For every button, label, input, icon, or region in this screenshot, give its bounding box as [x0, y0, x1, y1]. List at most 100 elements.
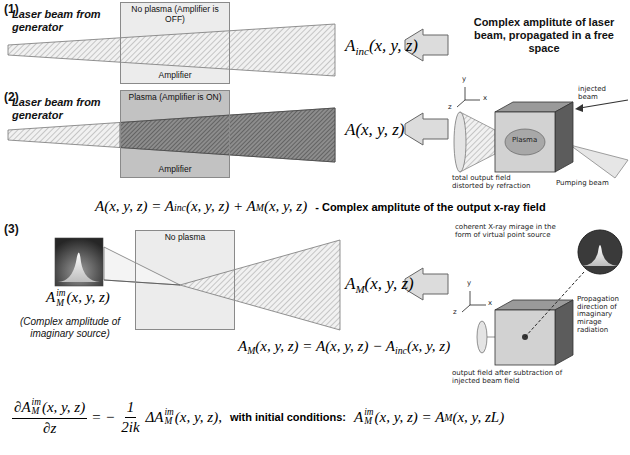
- label-text: A(x, y, z): [345, 120, 404, 139]
- label-text: A: [345, 36, 355, 55]
- source-image: [55, 238, 103, 286]
- label-text: inc: [355, 45, 369, 57]
- amplifier-box: No plasma: [135, 230, 235, 330]
- mirage-peak: [582, 245, 618, 266]
- label-text: inc: [174, 202, 186, 213]
- label-text: Plasma: [512, 136, 537, 144]
- label-text: M: [32, 407, 41, 416]
- text-group: total output field distorted by refracti…: [452, 175, 536, 190]
- text-group: A(x, y, z): [345, 120, 404, 140]
- text-group: Plasma: [512, 137, 537, 145]
- label-text: Propagation direction of imaginary mirag…: [577, 295, 619, 334]
- label-text: inc: [395, 345, 407, 356]
- text-group: coherent X-ray mirage in the form of vir…: [455, 224, 573, 239]
- text-group: ∂AimM(x, y, z)∂z= −12ikΔAimM(x, y, z),wi…: [8, 398, 504, 437]
- label-text: 1: [127, 399, 135, 416]
- text-group: y: [467, 280, 471, 288]
- label-text: = −: [91, 409, 115, 426]
- label-text: y: [467, 279, 471, 287]
- label-text: Laser beam from generator: [12, 8, 101, 33]
- label-text: M: [355, 283, 364, 295]
- box-label: Amplifier: [123, 71, 227, 81]
- label-text: Pumping beam: [556, 179, 609, 187]
- source-peak: [58, 253, 100, 283]
- label-text: injected beam: [578, 85, 606, 101]
- label-text: M: [444, 412, 452, 423]
- label-text: (x, y, z) = A(x, y, z) − A: [255, 338, 395, 354]
- slab-side: [555, 300, 573, 365]
- label-text: im: [364, 408, 373, 417]
- text-group: AM(x, y, z): [345, 274, 414, 295]
- text-group: x: [483, 95, 487, 103]
- slab-front: [495, 310, 555, 365]
- label-text: - Complex amplitute of the output x-ray …: [315, 201, 545, 213]
- label-text: (x, y, z) = A: [375, 409, 445, 426]
- label-text: (x, y, z) + A: [186, 198, 256, 215]
- label-text: (x, y, zL): [452, 409, 504, 426]
- text-group: Complex amplitute of laser beam, propaga…: [462, 16, 626, 56]
- text-group: A(x, y, z) = Ainc(x, y, z) + AM(x, y, z)…: [95, 198, 554, 215]
- text-group: z: [453, 309, 457, 317]
- label-text: M: [364, 417, 373, 426]
- label-text: (x, y, z): [264, 198, 307, 215]
- output-field: [477, 321, 487, 353]
- text-group: x: [488, 300, 492, 308]
- label-text: Laser beam from generator: [12, 96, 101, 121]
- label-text: im: [56, 289, 65, 298]
- label-text: (x, y, z): [42, 399, 85, 416]
- text-group: y: [462, 76, 466, 84]
- numerator: 1: [125, 399, 137, 418]
- label-text: Complex amplitute of laser beam, propaga…: [474, 16, 615, 54]
- injected-beam-head: [575, 104, 583, 112]
- box-heading: Plasma (Amplifier is ON): [123, 93, 227, 103]
- label-text: total output field distorted by refracti…: [452, 174, 530, 190]
- propagation-line: [525, 272, 584, 337]
- label-text: z: [448, 103, 452, 111]
- label-text: (3): [4, 222, 19, 236]
- text-group: Laser beam from generator: [12, 96, 116, 121]
- label-text: M: [56, 299, 65, 308]
- label-text: with initial conditions:: [230, 411, 346, 423]
- index-stack: imM: [56, 289, 65, 308]
- virtual-beam: [104, 247, 180, 285]
- converging-beam: [180, 240, 340, 330]
- axes: [462, 291, 486, 312]
- label-text: x: [483, 94, 487, 102]
- box-heading: No plasma: [138, 233, 232, 243]
- label-text: M: [256, 202, 264, 213]
- ray: [104, 280, 180, 285]
- block-arrow: [405, 113, 448, 145]
- index-stack: imM: [32, 398, 41, 417]
- label-text: A: [46, 289, 55, 305]
- index-stack: imM: [364, 408, 373, 427]
- text-group: AM(x, y, z) = A(x, y, z) − Ainc(x, y, z): [238, 338, 450, 356]
- label-text: im: [165, 408, 174, 417]
- label-text: (x, y, z): [369, 36, 418, 55]
- label-text: (x, y, z),: [175, 409, 222, 426]
- label-text: (x, y, z): [365, 274, 414, 293]
- amplified-beam: [120, 108, 335, 162]
- label-text: A: [238, 338, 247, 354]
- box-label: Amplifier: [123, 165, 227, 175]
- output-field: [454, 112, 466, 172]
- box-heading: No plasma (Amplifier is OFF): [123, 5, 227, 25]
- amplifier-box: Plasma (Amplifier is ON) Amplifier: [120, 90, 230, 178]
- label-text: A: [345, 274, 355, 293]
- axes: [457, 87, 480, 107]
- text-group: output field after subtraction of inject…: [452, 370, 592, 385]
- label-text: ∂A: [14, 399, 31, 416]
- text-group: Ainc(x, y, z): [345, 36, 418, 57]
- slab-side: [555, 102, 573, 172]
- label-text: y: [462, 75, 466, 83]
- label-text: (x, y, z): [66, 289, 109, 305]
- label-text: 2ik: [121, 419, 139, 436]
- index-stack: imM: [165, 408, 174, 427]
- label-text: (x, y, z): [407, 338, 450, 354]
- slab-front: [495, 112, 555, 172]
- denominator: 2ik: [119, 418, 141, 436]
- plasma-region: [505, 129, 545, 155]
- text-group: z: [448, 104, 452, 112]
- fraction: ∂AimM(x, y, z)∂z: [12, 398, 87, 437]
- numerator: ∂AimM(x, y, z): [12, 398, 87, 419]
